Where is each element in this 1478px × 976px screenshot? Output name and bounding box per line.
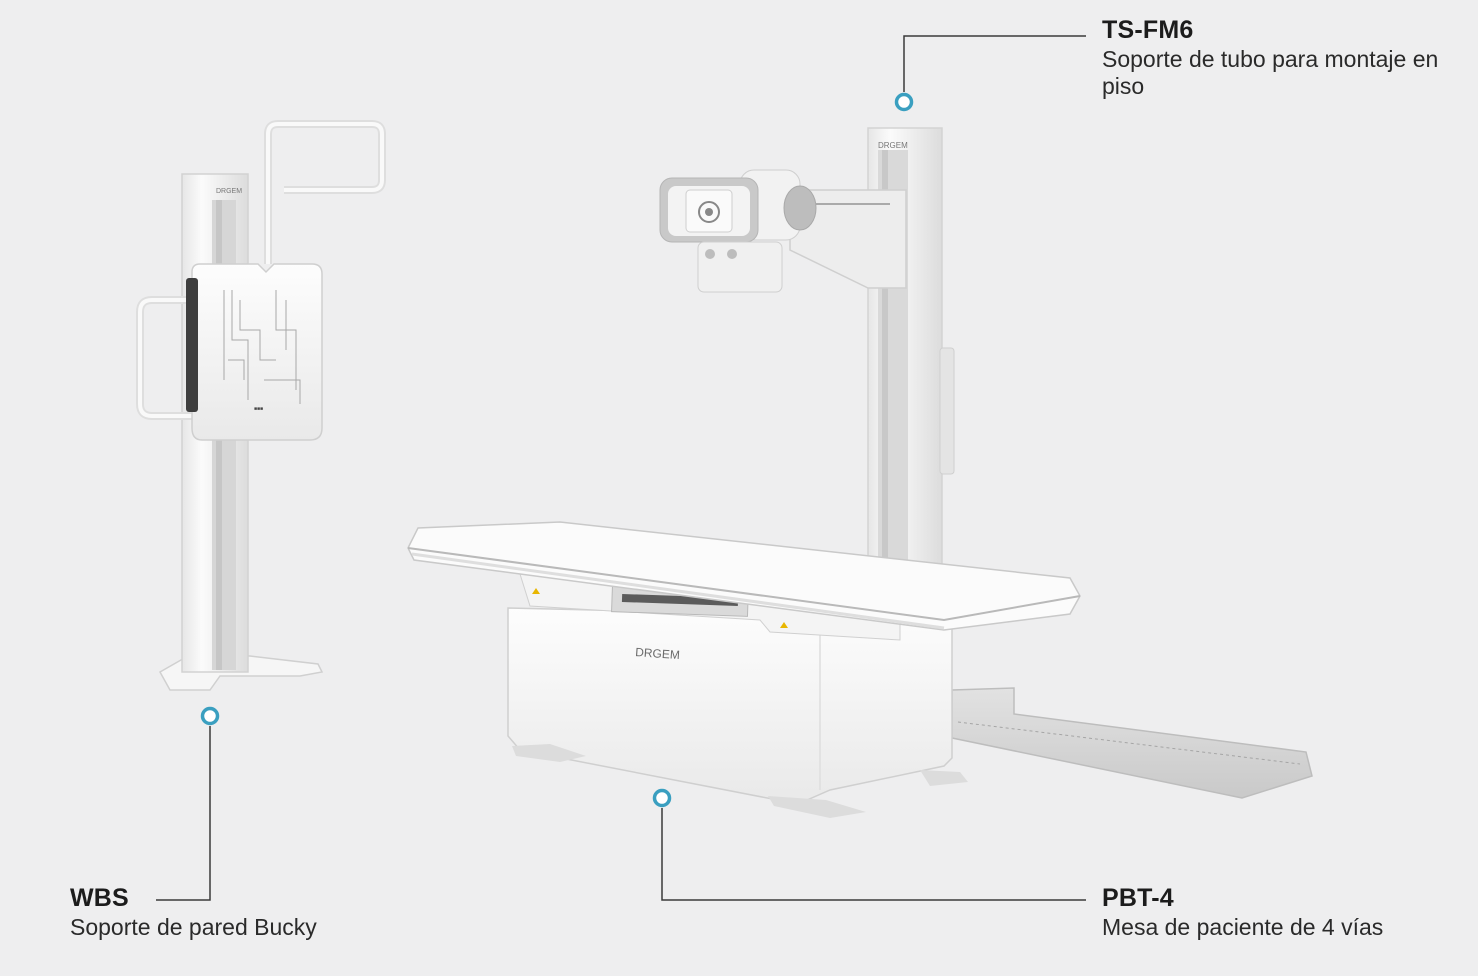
callout-wbs: WBS Soporte de pared Bucky bbox=[70, 884, 400, 941]
callout-pbt4-code: PBT-4 bbox=[1102, 884, 1174, 912]
tube-stand-brand-mark: DRGEM bbox=[878, 141, 908, 150]
svg-text:■■■: ■■■ bbox=[254, 406, 263, 412]
leader-line-wbs bbox=[156, 726, 211, 901]
callout-wbs-description: Soporte de pared Bucky bbox=[70, 913, 317, 940]
wall-bucky-stand: DRGEM ■■■ bbox=[136, 120, 386, 691]
callout-pbt4-description: Mesa de paciente de 4 vías bbox=[1102, 913, 1384, 940]
leader-line-pbt4 bbox=[661, 808, 1086, 901]
marker-pbt4 bbox=[652, 788, 672, 808]
table-brand-mark: DRGEM bbox=[635, 645, 681, 662]
patient-table: DRGEM bbox=[407, 521, 1313, 818]
callout-ts-fm6-code: TS-FM6 bbox=[1102, 16, 1194, 44]
callout-wbs-code: WBS bbox=[70, 884, 129, 912]
leader-line-ts-fm6 bbox=[903, 35, 1086, 92]
marker-wbs bbox=[200, 706, 220, 726]
tube-stand: DRGEM bbox=[659, 127, 955, 611]
callout-ts-fm6: TS-FM6 Soporte de tubo para montaje en p… bbox=[1102, 16, 1472, 100]
wbs-brand-mark: DRGEM bbox=[216, 188, 242, 195]
marker-ts-fm6 bbox=[894, 92, 914, 112]
callout-ts-fm6-description: Soporte de tubo para montaje en piso bbox=[1102, 45, 1439, 99]
callout-pbt4: PBT-4 Mesa de paciente de 4 vías bbox=[1102, 884, 1462, 941]
